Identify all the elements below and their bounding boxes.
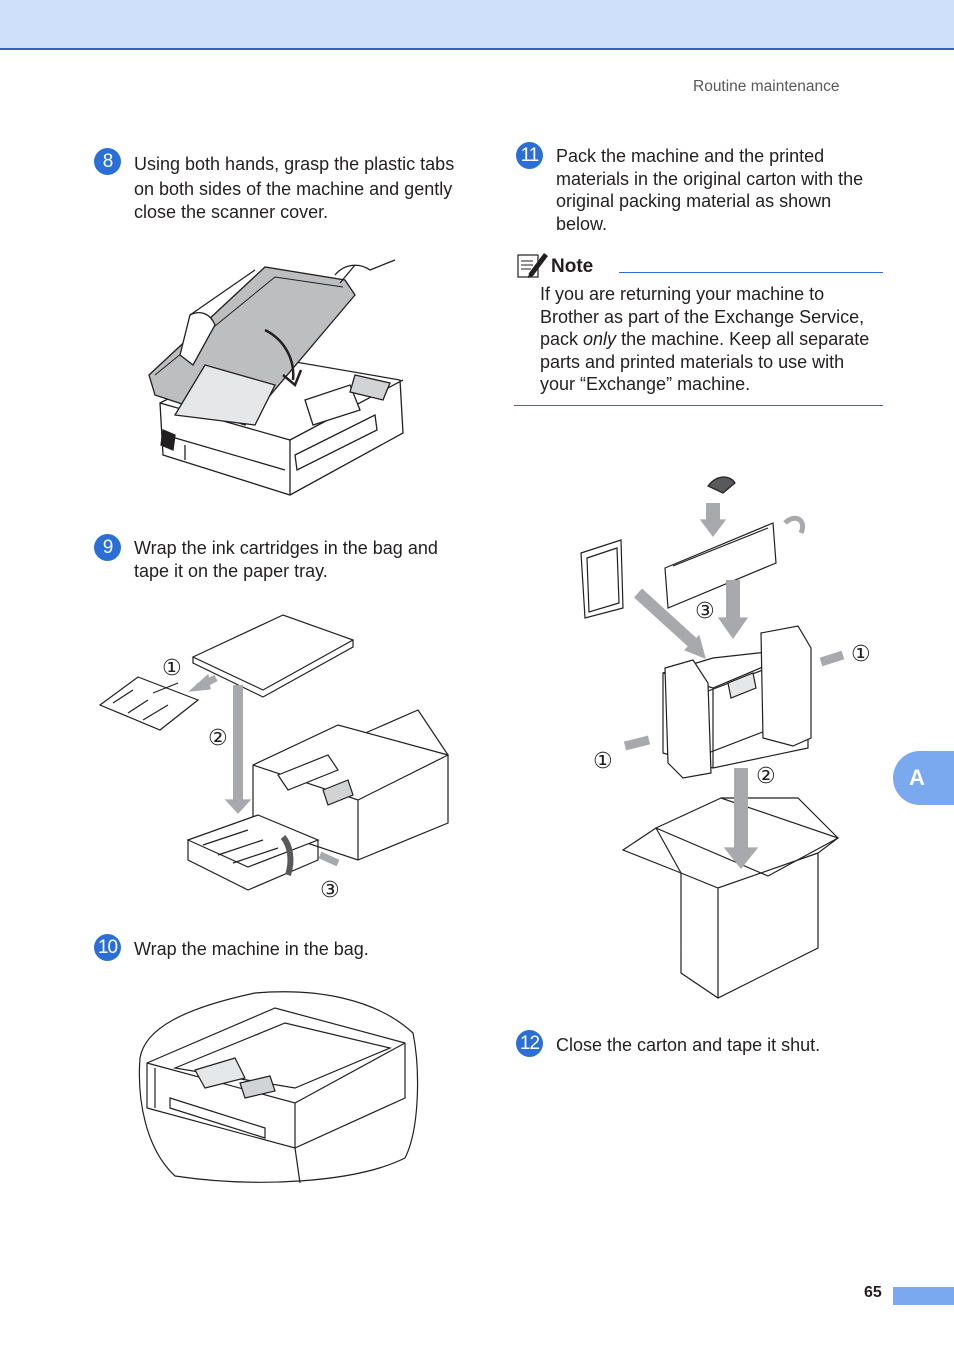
step-9-text: Wrap the ink cartridges in the bag and t… [134, 537, 438, 583]
note-emphasis: only [583, 329, 617, 349]
note-box: Note If you are returning your machine t… [514, 248, 883, 406]
step-11-line: original packing material as shown [556, 191, 832, 211]
callout-3: ③ [695, 599, 715, 624]
step-8-text: Using both hands, grasp the plastic tabs… [134, 153, 454, 224]
step-8-number: 8 [94, 148, 121, 175]
scanner-cover-illustration [145, 255, 410, 505]
step-11-line: materials in the original carton with th… [556, 168, 864, 189]
step-9-line: tape it on the paper tray. [134, 561, 328, 581]
note-pencil-icon [517, 251, 549, 284]
note-line: If you are returning your machine to [540, 284, 825, 304]
header-band [0, 0, 954, 50]
step-9-number: 9 [94, 534, 121, 561]
page-number-bar [893, 1287, 954, 1305]
note-rule-bottom [514, 405, 883, 406]
callout-2: ② [756, 764, 776, 789]
step-11-line: Pack the machine and the printed [556, 146, 825, 166]
step-12-text: Close the carton and tape it shut. [556, 1034, 820, 1057]
note-line: your “Exchange” machine. [540, 374, 751, 394]
step-10-number: 10 [94, 934, 121, 961]
step-10-line: Wrap the machine in the bag. [134, 939, 369, 959]
note-line: parts and printed materials to use with [540, 351, 845, 372]
note-body: If you are returning your machine to Bro… [540, 283, 885, 396]
callout-1: ① [162, 656, 182, 681]
step-11-line: below. [556, 213, 608, 234]
step-8-line: close the scanner cover. [134, 202, 329, 222]
step-12-number: 12 [516, 1030, 543, 1057]
note-text: the machine. Keep all separate [616, 329, 870, 349]
callout-1: ① [851, 642, 871, 667]
callout-2: ② [208, 726, 228, 751]
ink-cartridges-illustration: ① ② ③ [98, 605, 453, 905]
note-title: Note [551, 256, 594, 277]
step-9-line: Wrap the ink cartridges in the bag and [134, 538, 438, 558]
step-8-line: on both sides of the machine and gently [134, 179, 453, 199]
machine-in-bag-illustration [135, 988, 420, 1188]
step-10-text: Wrap the machine in the bag. [134, 938, 369, 961]
step-12-line: Close the carton and tape it shut. [556, 1035, 821, 1055]
callout-1: ① [593, 749, 613, 774]
page-number: 65 [864, 1284, 882, 1301]
appendix-tab: A [893, 751, 954, 805]
callout-3: ③ [320, 878, 340, 903]
step-8-line: Using both hands, grasp the plastic tabs [134, 154, 455, 174]
packing-carton-illustration: ③ ① ① ② [573, 468, 885, 1003]
running-head: Routine maintenance [693, 78, 840, 95]
step-11-text: Pack the machine and the printed materia… [556, 145, 863, 235]
note-rule-top [619, 272, 883, 273]
step-11-number: 11 [516, 142, 543, 169]
note-line: Brother as part of the Exchange Service, [540, 306, 865, 327]
note-line: pack only the machine. Keep all separate [540, 328, 885, 351]
note-text: pack [540, 329, 584, 349]
